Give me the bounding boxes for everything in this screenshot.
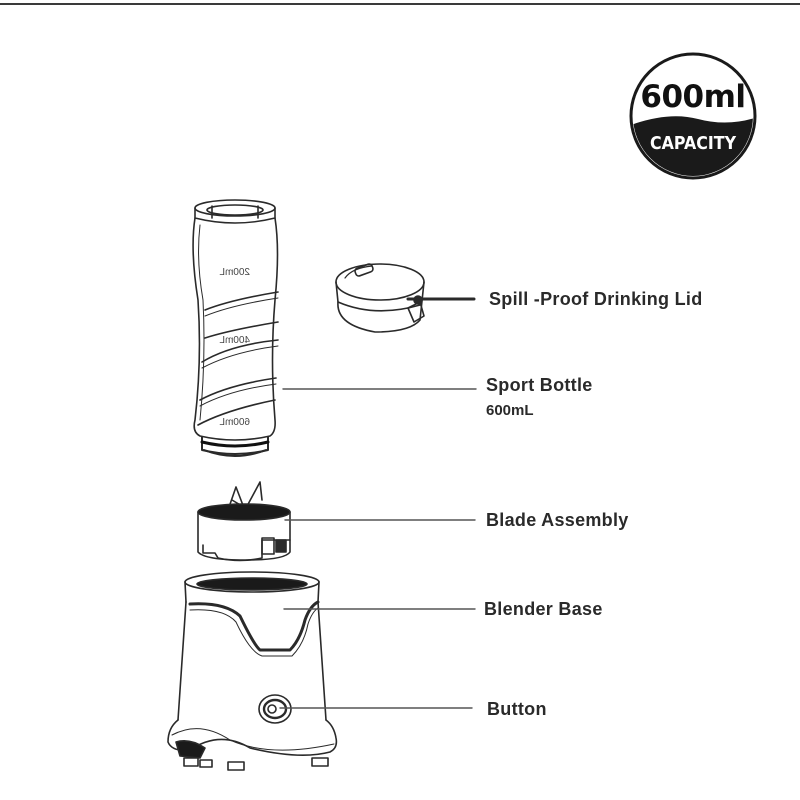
- label-blender-base: Blender Base: [484, 599, 603, 619]
- capacity-badge: 600ml CAPACITY: [628, 51, 758, 181]
- label-sport-bottle: Sport Bottle: [486, 375, 593, 395]
- blade-assembly-illustration: [197, 481, 291, 562]
- label-sport-bottle-capacity: 600mL: [486, 402, 534, 419]
- capacity-value: 600ml: [640, 79, 746, 115]
- blender-base-illustration: [167, 571, 338, 771]
- label-blade-assembly: Blade Assembly: [486, 510, 629, 530]
- marking-400ml: 400mL: [219, 335, 250, 346]
- capacity-badge-circle: [629, 52, 757, 180]
- capacity-label: CAPACITY: [649, 133, 737, 154]
- marking-600ml: 600mL: [219, 417, 250, 428]
- top-border-line: [0, 3, 800, 5]
- sport-bottle-illustration: [192, 199, 279, 457]
- drinking-lid-illustration: [335, 263, 425, 333]
- label-spill-proof-lid: Spill -Proof Drinking Lid: [489, 289, 703, 309]
- label-button: Button: [487, 699, 547, 719]
- marking-200ml: 200mL: [219, 267, 250, 278]
